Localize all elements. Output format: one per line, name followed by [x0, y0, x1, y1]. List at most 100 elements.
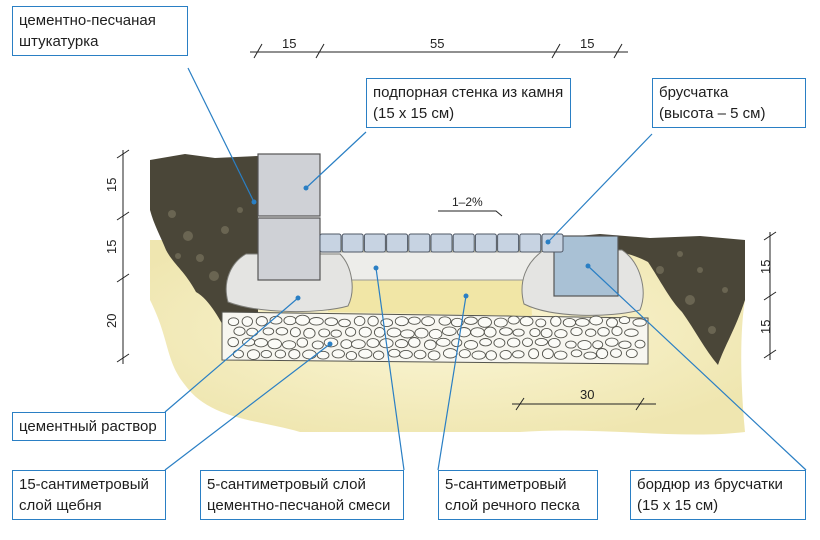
gravel-stone	[541, 348, 554, 360]
gravel-stone	[372, 350, 385, 360]
paver-block	[363, 233, 386, 253]
gravel-stone	[423, 339, 437, 351]
soil-texture	[168, 207, 728, 334]
gravel-stone	[547, 337, 561, 348]
gravel-stone	[570, 349, 583, 358]
soil-right	[555, 234, 745, 365]
gravel-stone	[441, 326, 457, 336]
gravel-stone	[288, 349, 301, 360]
gravel-stone	[575, 318, 590, 327]
gravel-stone	[296, 337, 309, 348]
gravel-stone	[592, 340, 604, 350]
gravel-stone	[540, 327, 553, 339]
paver-block	[319, 233, 342, 253]
gravel-stone	[632, 318, 647, 327]
gravel-stone	[507, 337, 521, 348]
gravel-stone	[380, 318, 394, 328]
gravel-stone	[282, 340, 297, 350]
gravel-stone	[274, 349, 287, 359]
top-dimension-line	[250, 43, 628, 59]
curb-width-dimension-line	[512, 397, 656, 411]
dim-right-lower: 15	[758, 320, 773, 334]
label-cement-mortar: цементный раствор	[12, 412, 166, 441]
gravel-stone	[399, 349, 413, 359]
gravel-stone	[589, 315, 603, 326]
dim-top-middle: 55	[430, 36, 444, 51]
gravel-stone	[311, 340, 324, 350]
label-cement-sand-mix: 5-сантиметровый слой цементно-песчаной с…	[200, 470, 404, 520]
label-paver-curb: бордюр из брусчатки (15 х 15 см)	[630, 470, 806, 520]
gravel-stone	[471, 350, 486, 360]
gravel-stone	[303, 327, 316, 339]
stone-block-top	[257, 153, 321, 217]
gravel-stone	[565, 340, 577, 349]
gravel-stone	[562, 317, 577, 328]
gravel-stone	[345, 327, 357, 337]
paver-block	[386, 233, 409, 253]
left-dimension-line	[116, 149, 130, 364]
gravel-stone	[413, 349, 427, 360]
gravel-stone	[330, 329, 342, 338]
label-river-sand: 5-сантиметровый слой речного песка	[438, 470, 598, 520]
gravel-stone	[324, 317, 339, 327]
gravel-stone	[289, 327, 301, 338]
gravel-stone	[388, 348, 401, 358]
gravel-stone	[493, 317, 508, 328]
paver-block	[519, 233, 542, 253]
paver-block	[497, 233, 520, 253]
gravel-stone	[610, 348, 622, 358]
gravel-stone	[507, 315, 520, 325]
gravel-stone	[618, 316, 631, 325]
dim-right-upper: 15	[758, 260, 773, 274]
paver-block	[541, 233, 564, 253]
label-gravel-layer: 15-сантиметровый слой щебня	[12, 470, 166, 520]
gravel-stone	[512, 350, 525, 359]
river-sand-layer	[328, 276, 532, 316]
stone-block-bottom	[257, 217, 321, 281]
gravel-stone	[260, 349, 272, 359]
gravel-stone	[246, 327, 259, 337]
gravel-stone	[470, 327, 485, 338]
right-dimension-line	[763, 231, 777, 360]
gravel-stone	[477, 316, 492, 328]
gravel-stone	[246, 349, 261, 360]
gravel-stone	[414, 327, 429, 339]
gravel-stone	[577, 339, 592, 351]
paver-block	[430, 233, 453, 253]
gravel-stone	[345, 350, 358, 361]
gravel-stone	[438, 316, 452, 326]
gravel-stone	[606, 317, 618, 328]
gravel-stone	[483, 326, 497, 338]
gravel-stone	[499, 327, 513, 336]
gravel-stones	[227, 314, 647, 361]
leader-lines	[164, 67, 807, 471]
gravel-stone	[242, 337, 256, 347]
gravel-stone	[275, 327, 289, 336]
gravel-stone	[408, 316, 421, 325]
gravel-stone	[485, 350, 497, 361]
gravel-stone	[318, 328, 331, 338]
gravel-stone	[436, 337, 451, 347]
gravel-stone	[535, 318, 547, 328]
gravel-stone	[450, 317, 464, 328]
gravel-stone	[254, 338, 268, 348]
paver-block	[452, 233, 475, 253]
gravel-stone	[451, 338, 463, 348]
gravel-stone	[351, 339, 366, 349]
dim-top-left: 15	[282, 36, 296, 51]
gravel-stone	[241, 316, 253, 327]
gravel-stone	[358, 326, 372, 338]
gravel-stone	[528, 348, 540, 360]
label-stone-wall: подпорная стенка из камня (15 х 15 см)	[366, 78, 571, 128]
dim-top-right: 15	[580, 36, 594, 51]
gravel-stone	[408, 337, 421, 348]
gravel-stone	[255, 316, 268, 327]
gravel-stone	[493, 338, 506, 348]
gravel-stone	[618, 340, 632, 349]
gravel-stone	[367, 315, 379, 327]
gravel-stone	[283, 315, 297, 326]
gravel-stone	[353, 315, 366, 327]
gravel-stone	[611, 326, 623, 337]
gravel-stone	[554, 329, 568, 339]
